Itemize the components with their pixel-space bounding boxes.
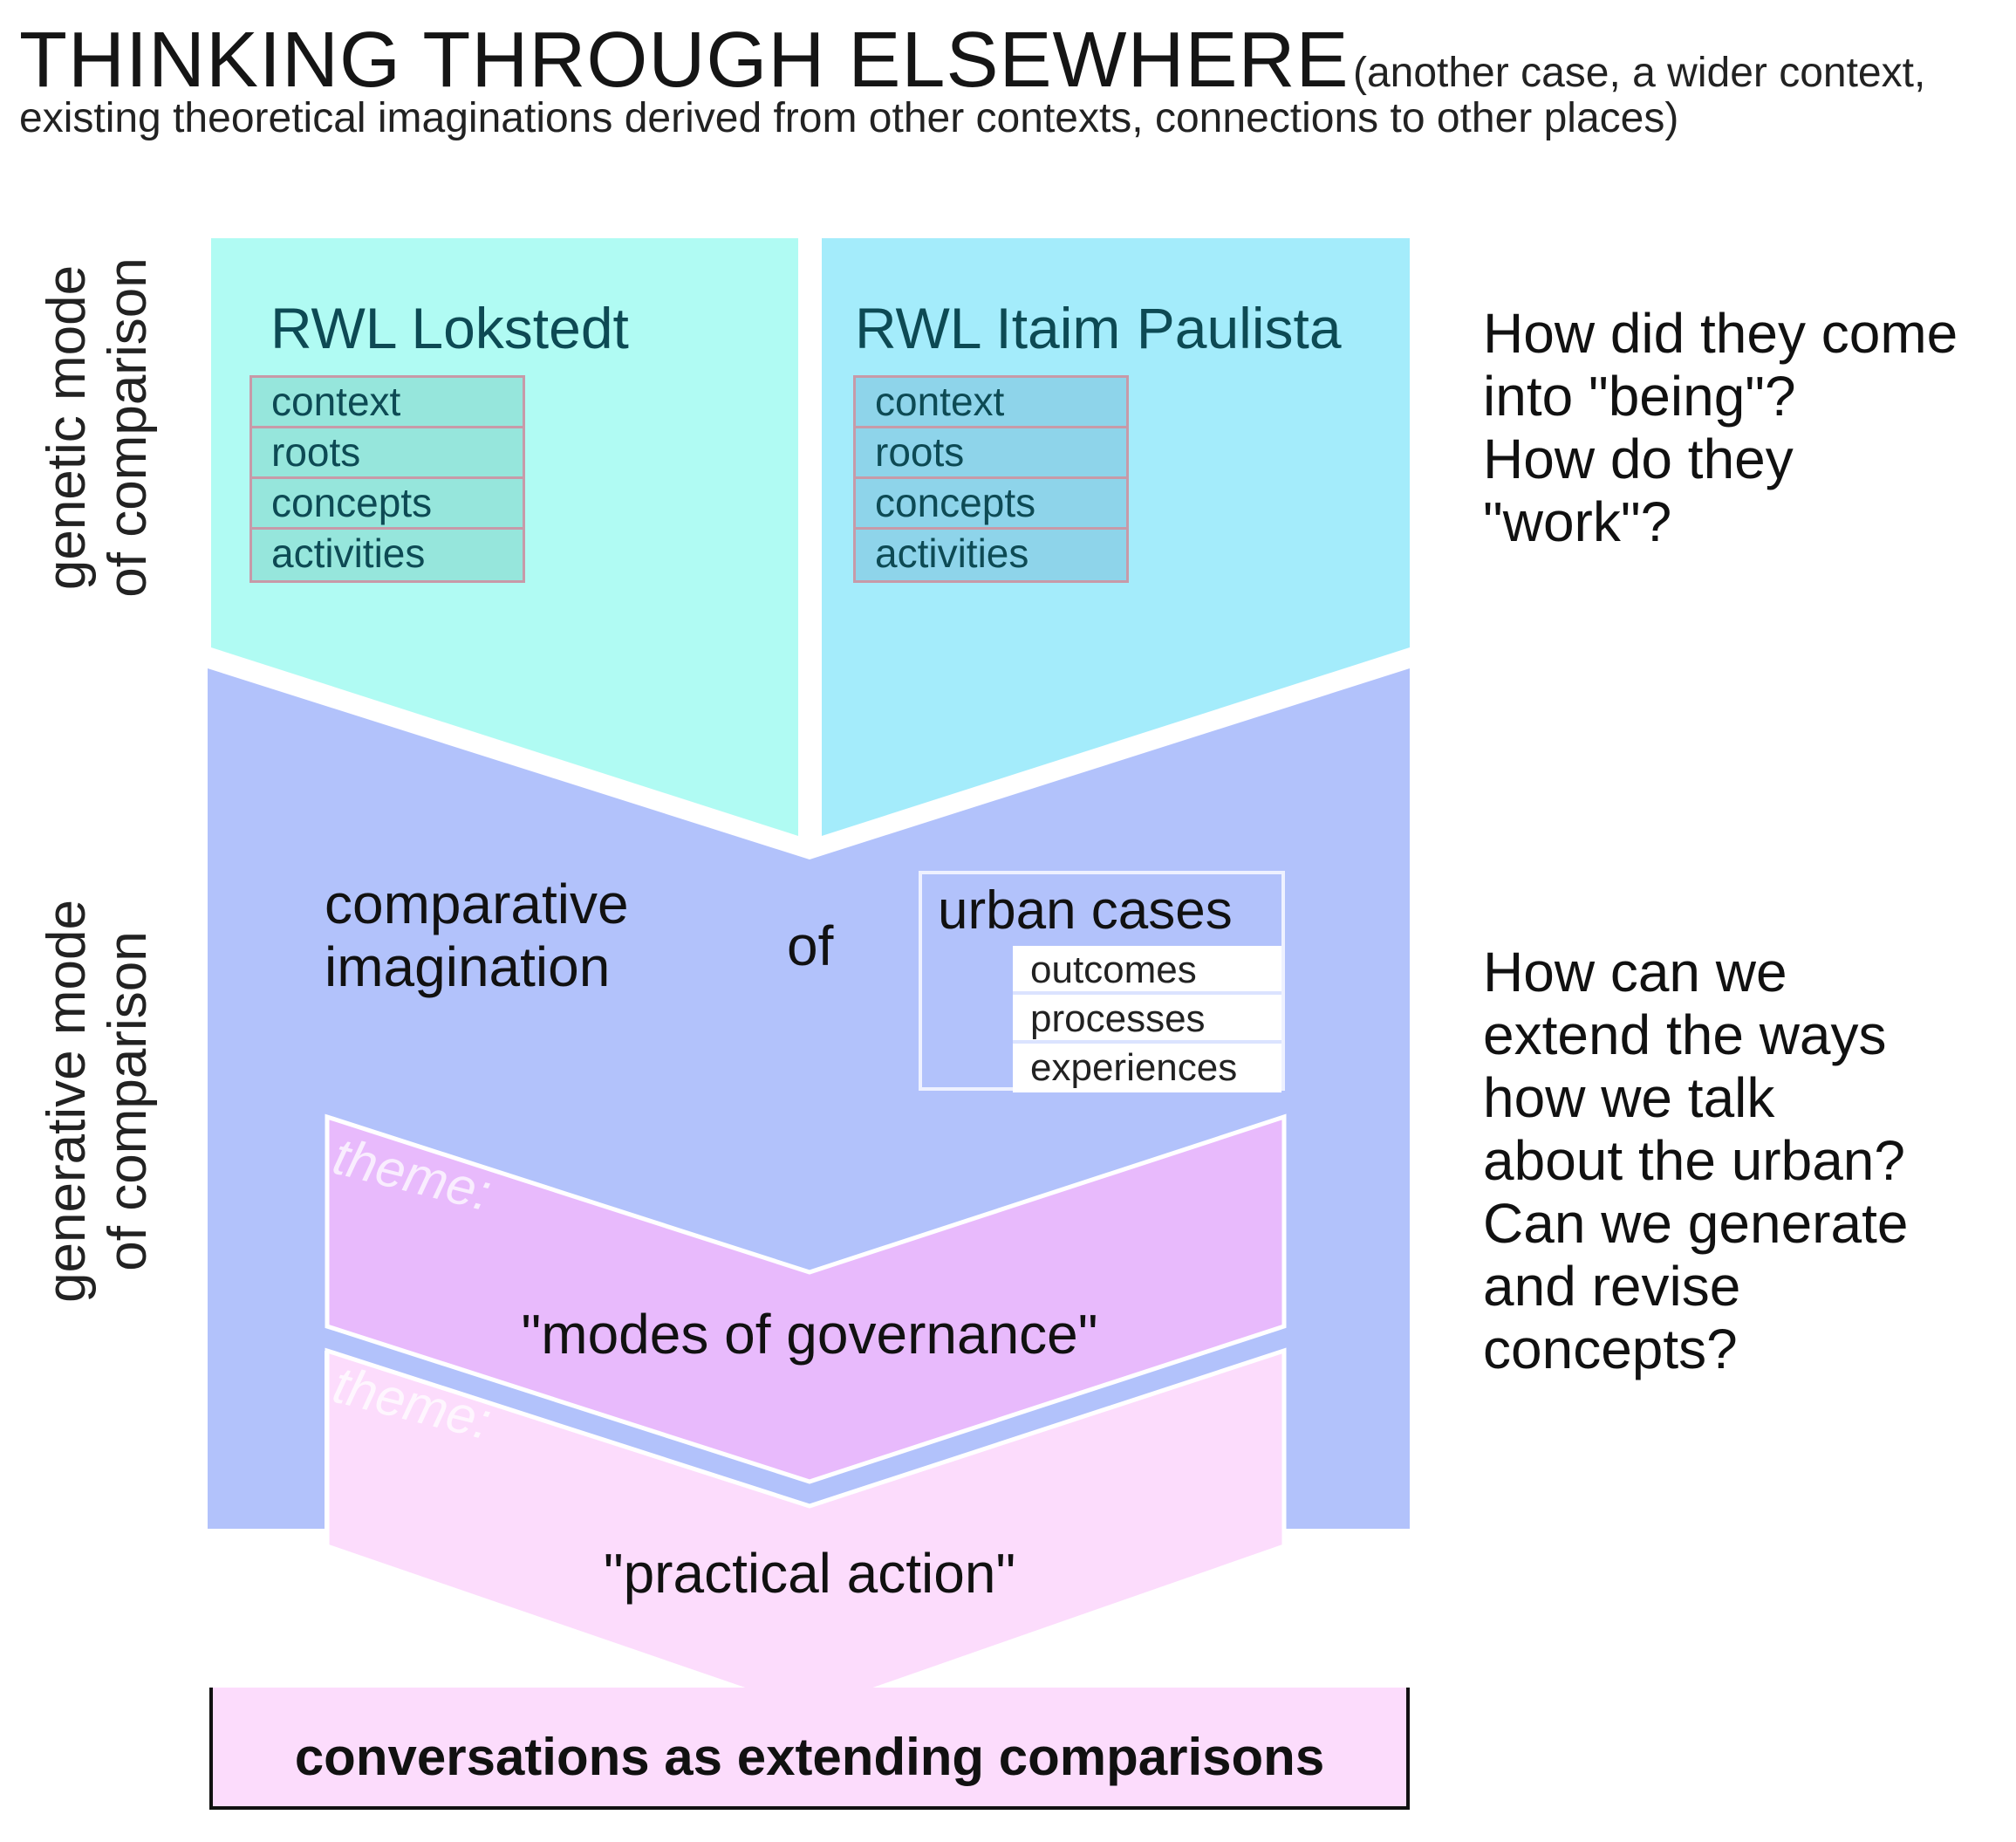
urban-item-experiences: experiences [1013,1044,1281,1092]
side-label-generative: generative mode of comparison [37,900,159,1303]
conversations-bar: conversations as extending comparisons [209,1688,1410,1810]
conversations-label: conversations as extending comparisons [294,1728,1325,1786]
question-line: Can we generate [1483,1192,1909,1255]
comparative-line-2: imagination [325,935,611,998]
side-label-genetic-line-1: genetic mode [37,264,97,591]
side-label-generative-line-1: generative mode [37,900,97,1303]
title-subtitle-part-1: (another case, a wider context, [1352,50,1926,96]
question-line: How do they [1483,428,1794,490]
genetic-questions: How did they come into "being"? How do t… [1483,302,1958,553]
question-line: "work"? [1483,490,1672,553]
tag-context: context [252,378,523,428]
theme-label-governance: "modes of governance" [521,1303,1098,1366]
question-line: how we talk [1483,1066,1775,1129]
tag-roots: roots [856,428,1126,479]
tag-activities: activities [252,530,523,580]
urban-cases-list: outcomes processes experiences [1013,946,1281,1092]
case-title-itaim-paulista: RWL Itaim Paulista [855,296,1342,360]
theme-chevron-governance [325,1113,1287,1484]
tag-context: context [856,378,1126,428]
case-tags-itaim-paulista: context roots concepts activities [853,375,1129,583]
question-line: concepts? [1483,1318,1738,1380]
urban-item-outcomes: outcomes [1013,946,1281,995]
comparative-imagination: comparative imagination [325,873,629,998]
tag-concepts: concepts [856,479,1126,530]
tag-roots: roots [252,428,523,479]
tag-concepts: concepts [252,479,523,530]
title-line-1: THINKING THROUGH ELSEWHERE (another case… [19,16,1925,106]
question-line: about the urban? [1483,1129,1905,1192]
urban-item-processes: processes [1013,995,1281,1044]
side-label-genetic-line-2: of comparison [98,257,158,598]
comparative-line-1: comparative [325,873,629,935]
question-line: How did they come [1483,302,1958,365]
question-line: extend the ways [1483,1003,1887,1066]
side-label-genetic: genetic mode of comparison [37,257,159,597]
case-title-lokstedt: RWL Lokstedt [270,296,629,360]
theme-label-practical: "practical action" [603,1542,1016,1605]
question-line: and revise [1483,1255,1741,1318]
urban-cases-title: urban cases [938,880,1233,941]
title-subtitle-part-2: existing theoretical imaginations derive… [19,95,1679,141]
case-tags-lokstedt: context roots concepts activities [249,375,525,583]
main-title: THINKING THROUGH ELSEWHERE [19,17,1350,104]
urban-cases-box: urban cases outcomes processes experienc… [919,871,1285,1092]
question-line: into "being"? [1483,365,1796,428]
question-line: How can we [1483,941,1787,1003]
generative-questions: How can we extend the ways how we talk a… [1483,941,1908,1380]
side-label-generative-line-2: of comparison [98,931,158,1271]
of-connector: of [787,914,834,977]
theme-chevron-practical [325,1347,1287,1715]
tag-activities: activities [856,530,1126,580]
